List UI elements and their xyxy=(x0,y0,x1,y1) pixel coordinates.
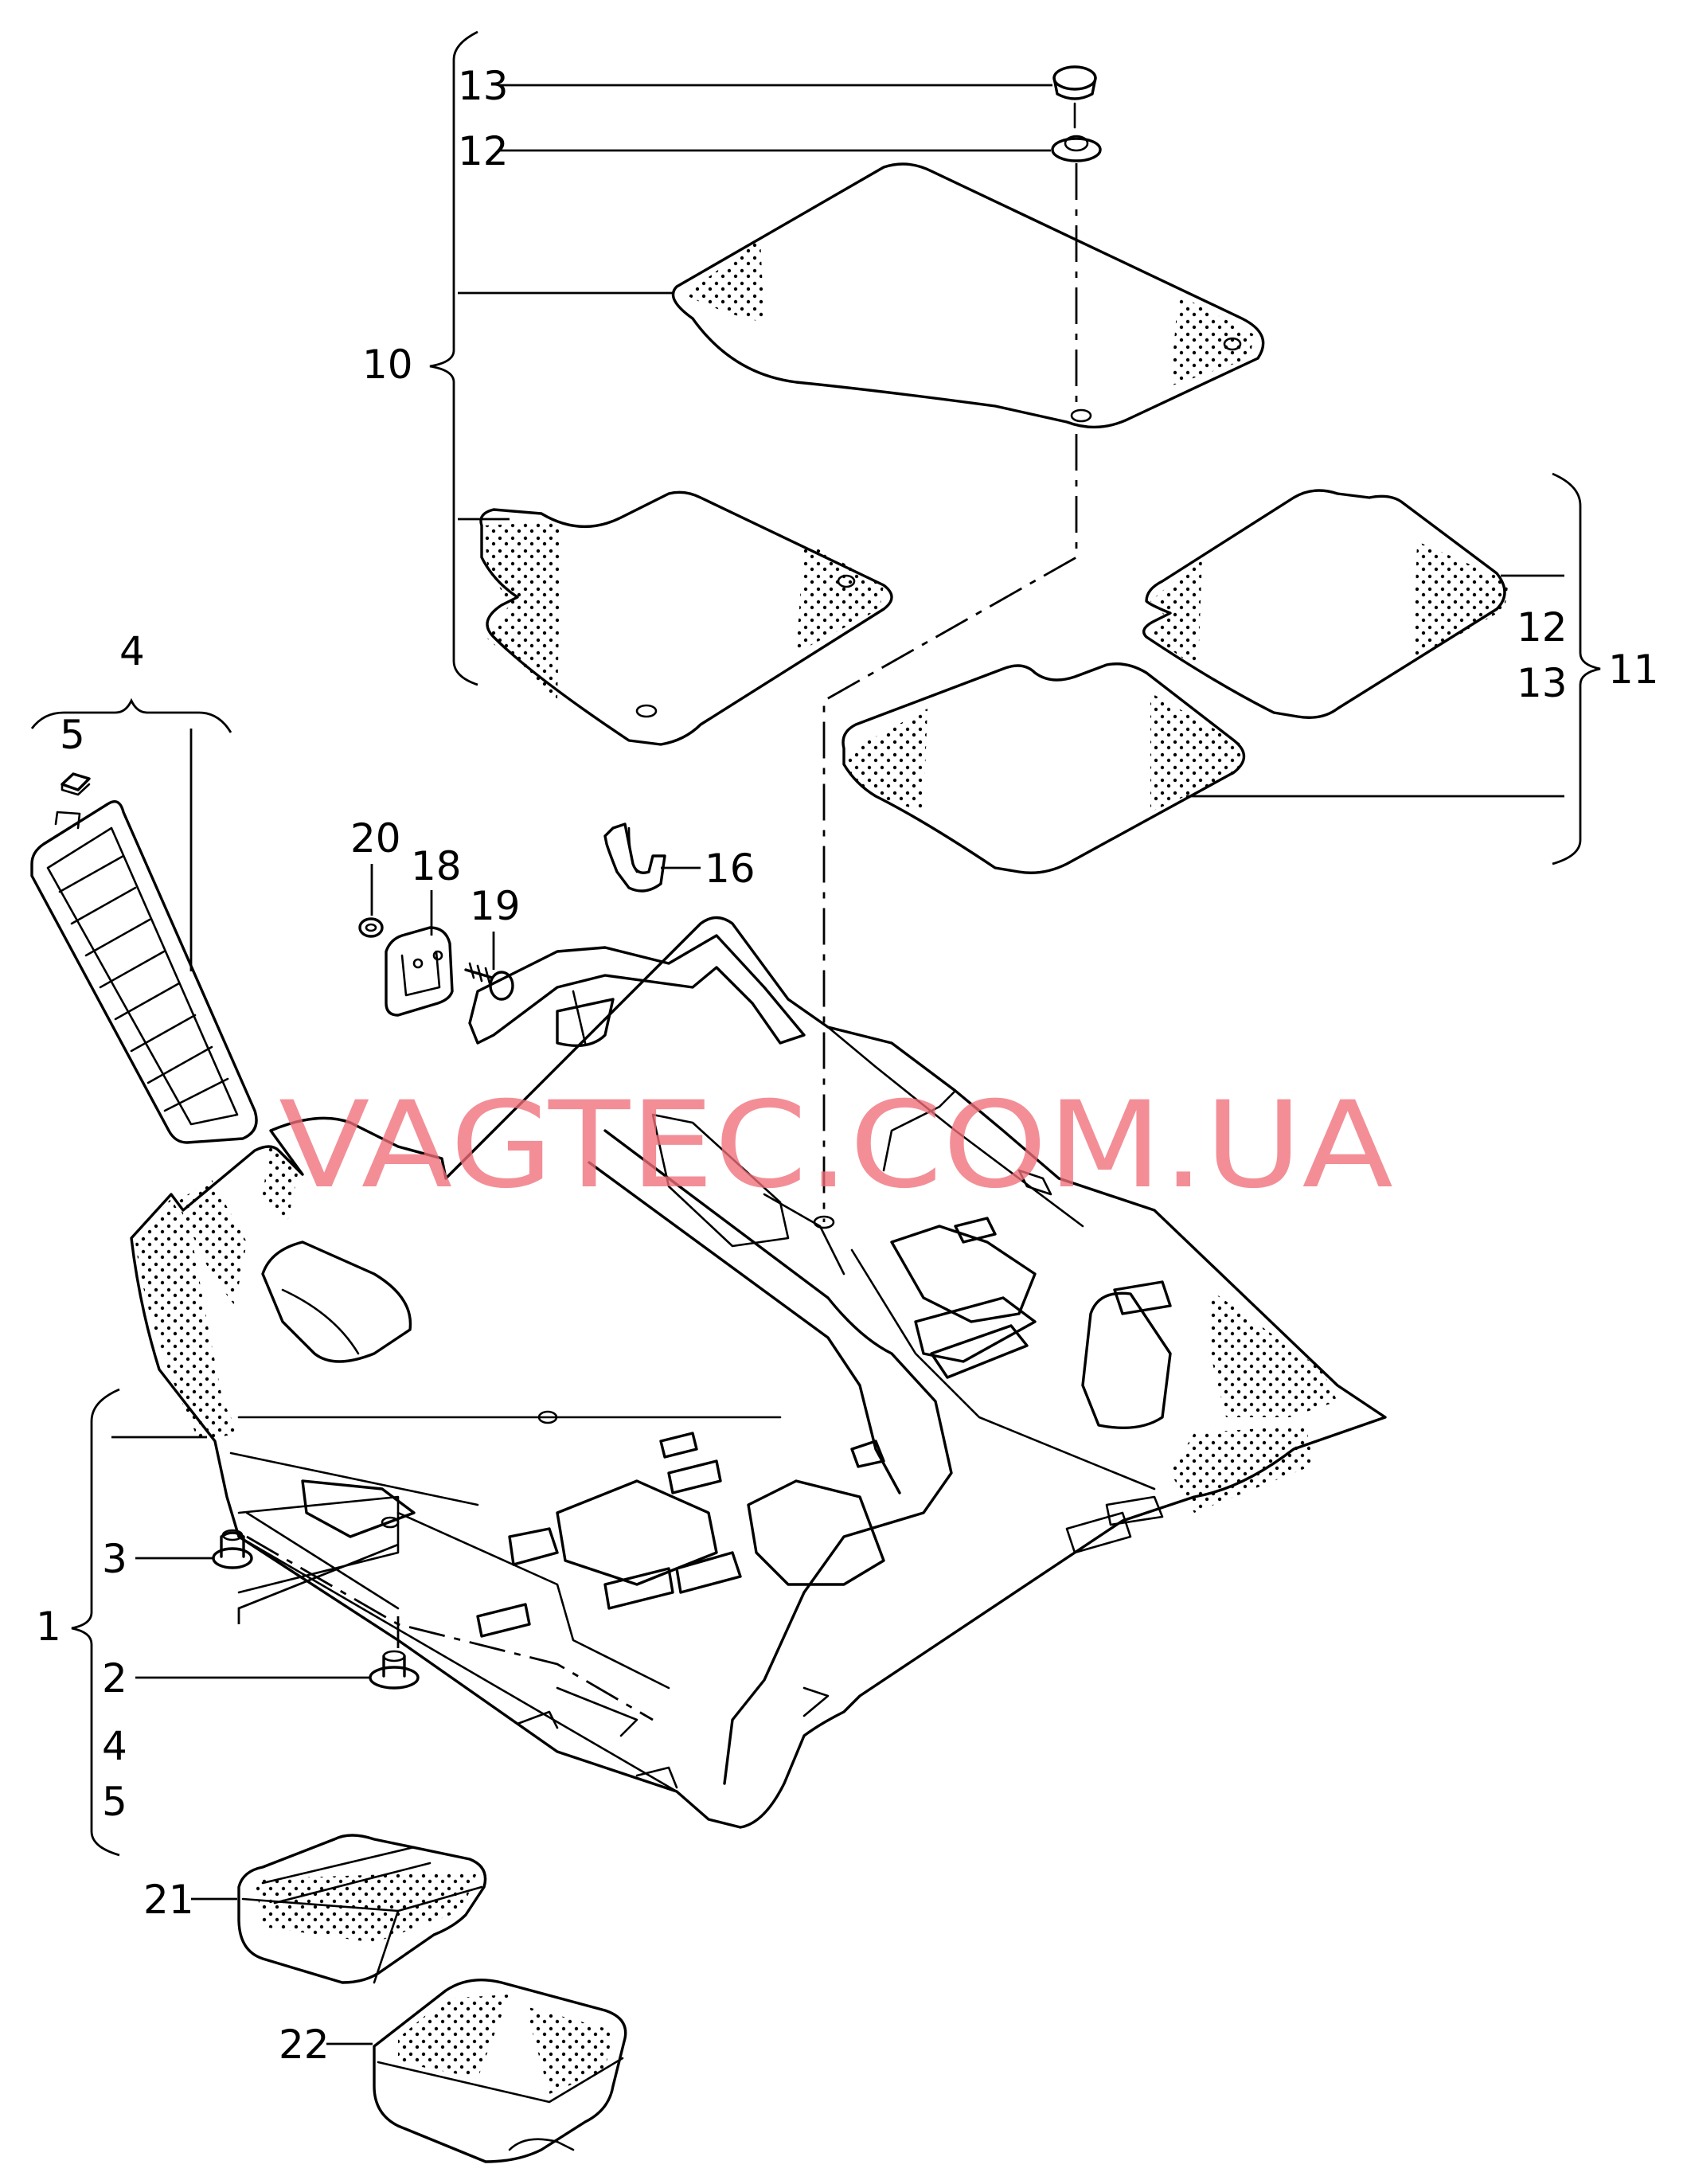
callout-1: 1 xyxy=(36,1604,61,1650)
callout-11: 11 xyxy=(1608,647,1659,693)
bracket-group-11 xyxy=(1552,472,1601,865)
clip-2 xyxy=(369,1650,420,1690)
washer-20 xyxy=(358,917,384,938)
mat-retainer-clip xyxy=(1051,135,1102,162)
rear-floor-mat-right xyxy=(1142,489,1509,719)
heel-pad-21 xyxy=(237,1834,487,1984)
callout-4-group: 4 xyxy=(102,1723,127,1769)
stud-3 xyxy=(212,1529,253,1569)
hook-16 xyxy=(603,822,666,893)
callout-22: 22 xyxy=(279,2022,330,2068)
heel-pad-22 xyxy=(373,1978,627,2163)
callout-16: 16 xyxy=(705,846,756,892)
front-floor-mat xyxy=(671,162,1265,429)
callout-19: 19 xyxy=(470,883,521,929)
callout-20: 20 xyxy=(350,815,401,861)
bracket-18 xyxy=(385,926,454,1017)
callout-13-top: 13 xyxy=(458,63,509,109)
callout-2: 2 xyxy=(102,1655,127,1701)
watermark: VAGTEC.COM.UA xyxy=(279,1076,1393,1215)
heel-pad-trim xyxy=(30,800,258,1144)
callout-13-group: 13 xyxy=(1517,660,1568,706)
screw-19 xyxy=(464,962,514,1001)
rear-floor-mat-left xyxy=(842,662,1246,874)
callout-12-top: 12 xyxy=(458,128,509,174)
floor-carpet xyxy=(130,916,1387,1829)
bracket-group-1 xyxy=(71,1388,120,1857)
clip-5 xyxy=(61,772,91,796)
callout-5-group: 5 xyxy=(102,1779,127,1825)
callout-3: 3 xyxy=(102,1536,127,1582)
bracket-group-4 xyxy=(30,697,232,733)
callout-10: 10 xyxy=(362,342,413,388)
callout-5-top: 5 xyxy=(60,712,85,758)
front-floor-mat-left xyxy=(479,490,893,746)
bracket-group-10 xyxy=(429,30,478,686)
callout-18: 18 xyxy=(411,843,462,889)
callout-12-group: 12 xyxy=(1517,604,1568,651)
callout-21: 21 xyxy=(143,1877,194,1923)
callout-4-top: 4 xyxy=(119,628,145,674)
mat-retainer-button xyxy=(1052,65,1097,129)
